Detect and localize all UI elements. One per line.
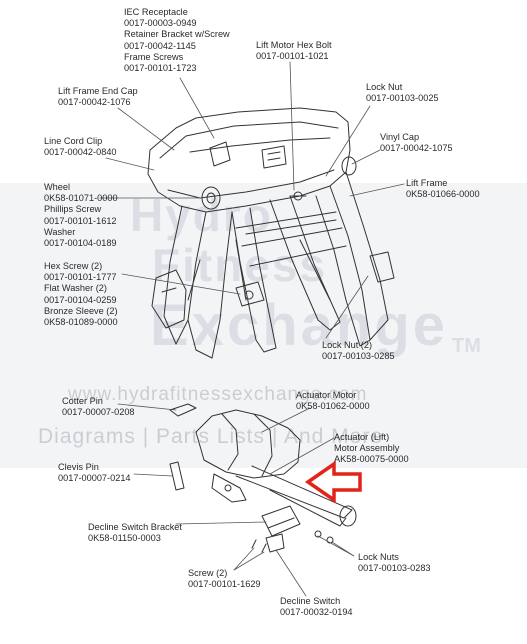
watermark-band	[0, 183, 527, 468]
watermark-tagline: Diagrams | Parts Lists | And More	[38, 425, 384, 448]
lift-frame-drawing	[147, 107, 395, 359]
watermark-line-3: Exchange	[150, 293, 448, 358]
callout-screw-2: Screw (2)0017-00101-1629	[188, 568, 261, 590]
watermark-url: www.hydrafitnessexchange.com	[68, 384, 368, 405]
leader-lines	[99, 61, 405, 597]
highlight-arrow	[304, 460, 362, 504]
watermark-tm: TM	[452, 335, 481, 357]
watermark-line-2: Fitness	[152, 239, 328, 291]
callout-lock-nut-2: Lock Nut (2)0017-00103-0285	[322, 340, 395, 362]
actuator-drawing	[169, 403, 357, 553]
